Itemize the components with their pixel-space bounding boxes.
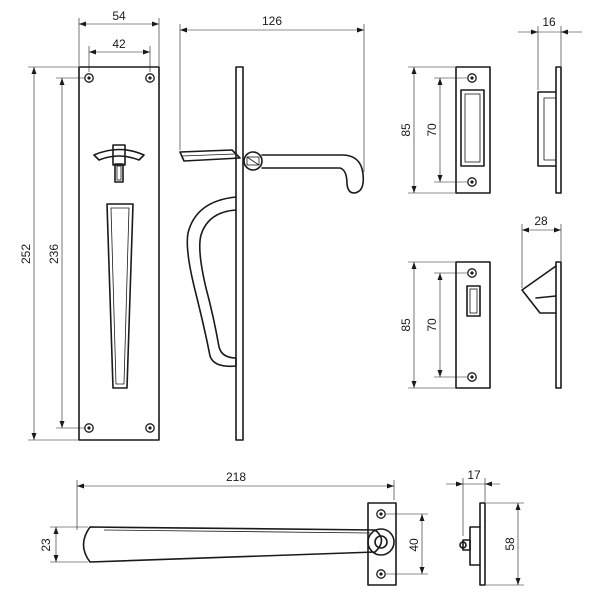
dim-label-40: 40 (407, 538, 421, 552)
dim-label-17: 17 (467, 468, 481, 482)
dim-label-58: 58 (503, 537, 517, 551)
dim-keep-2-hole-spacing: 70 (425, 272, 467, 378)
lever-arm (82, 526, 383, 563)
keep-1-side-view (537, 66, 562, 194)
dim-keep-1-hole-spacing: 70 (425, 77, 467, 183)
dim-rose-height: 58 (486, 502, 524, 586)
plate-fixing-holes (84, 73, 155, 433)
dim-plate-width: 54 (78, 9, 160, 66)
keep-2-plate (455, 261, 491, 389)
dim-label-keep2-70: 70 (425, 318, 439, 332)
dim-rose-depth: 17 (446, 468, 500, 536)
dim-label-252: 252 (19, 244, 33, 264)
dim-plate-height: 252 (19, 66, 78, 441)
keep-1-plate (455, 66, 491, 194)
lever-top-view (82, 502, 397, 586)
keep-2-side-view (521, 261, 562, 389)
dim-keep-1-height: 85 (399, 66, 455, 194)
dim-keep-2-depth: 28 (521, 214, 562, 288)
dim-rose-hole-spacing: 40 (386, 513, 428, 575)
dim-label-126: 126 (262, 14, 282, 28)
dim-lever-projection: 126 (179, 14, 365, 172)
dim-label-236: 236 (47, 244, 61, 264)
dim-label-keep1-70: 70 (425, 123, 439, 137)
dim-label-28: 28 (534, 214, 548, 228)
dim-label-16: 16 (542, 15, 556, 29)
keep-2-front-view (455, 261, 491, 389)
side-pull-handle (186, 196, 237, 368)
dim-lever-width: 23 (39, 526, 88, 563)
side-view (179, 66, 365, 441)
side-lever-handle (261, 154, 365, 194)
dim-lever-length: 218 (76, 470, 395, 530)
dim-hole-spacing-vertical: 236 (47, 77, 85, 429)
dim-keep-1-depth: 16 (518, 15, 582, 90)
front-plate-view (78, 66, 160, 441)
dim-keep-2-height: 85 (399, 261, 455, 389)
turn-knob (93, 144, 145, 183)
keep-1-front-view (455, 66, 491, 194)
dim-label-keep2-85: 85 (399, 318, 413, 332)
rose-side-view (459, 502, 486, 586)
dim-hole-spacing-horizontal: 42 (88, 37, 151, 72)
dim-label-218: 218 (226, 470, 246, 484)
front-plate (78, 66, 160, 441)
dim-label-54: 54 (112, 9, 126, 23)
dim-label-42: 42 (112, 37, 126, 51)
dim-label-keep1-85: 85 (399, 123, 413, 137)
pull-recess (106, 203, 134, 389)
dim-label-23: 23 (39, 538, 53, 552)
side-plate (235, 66, 244, 441)
